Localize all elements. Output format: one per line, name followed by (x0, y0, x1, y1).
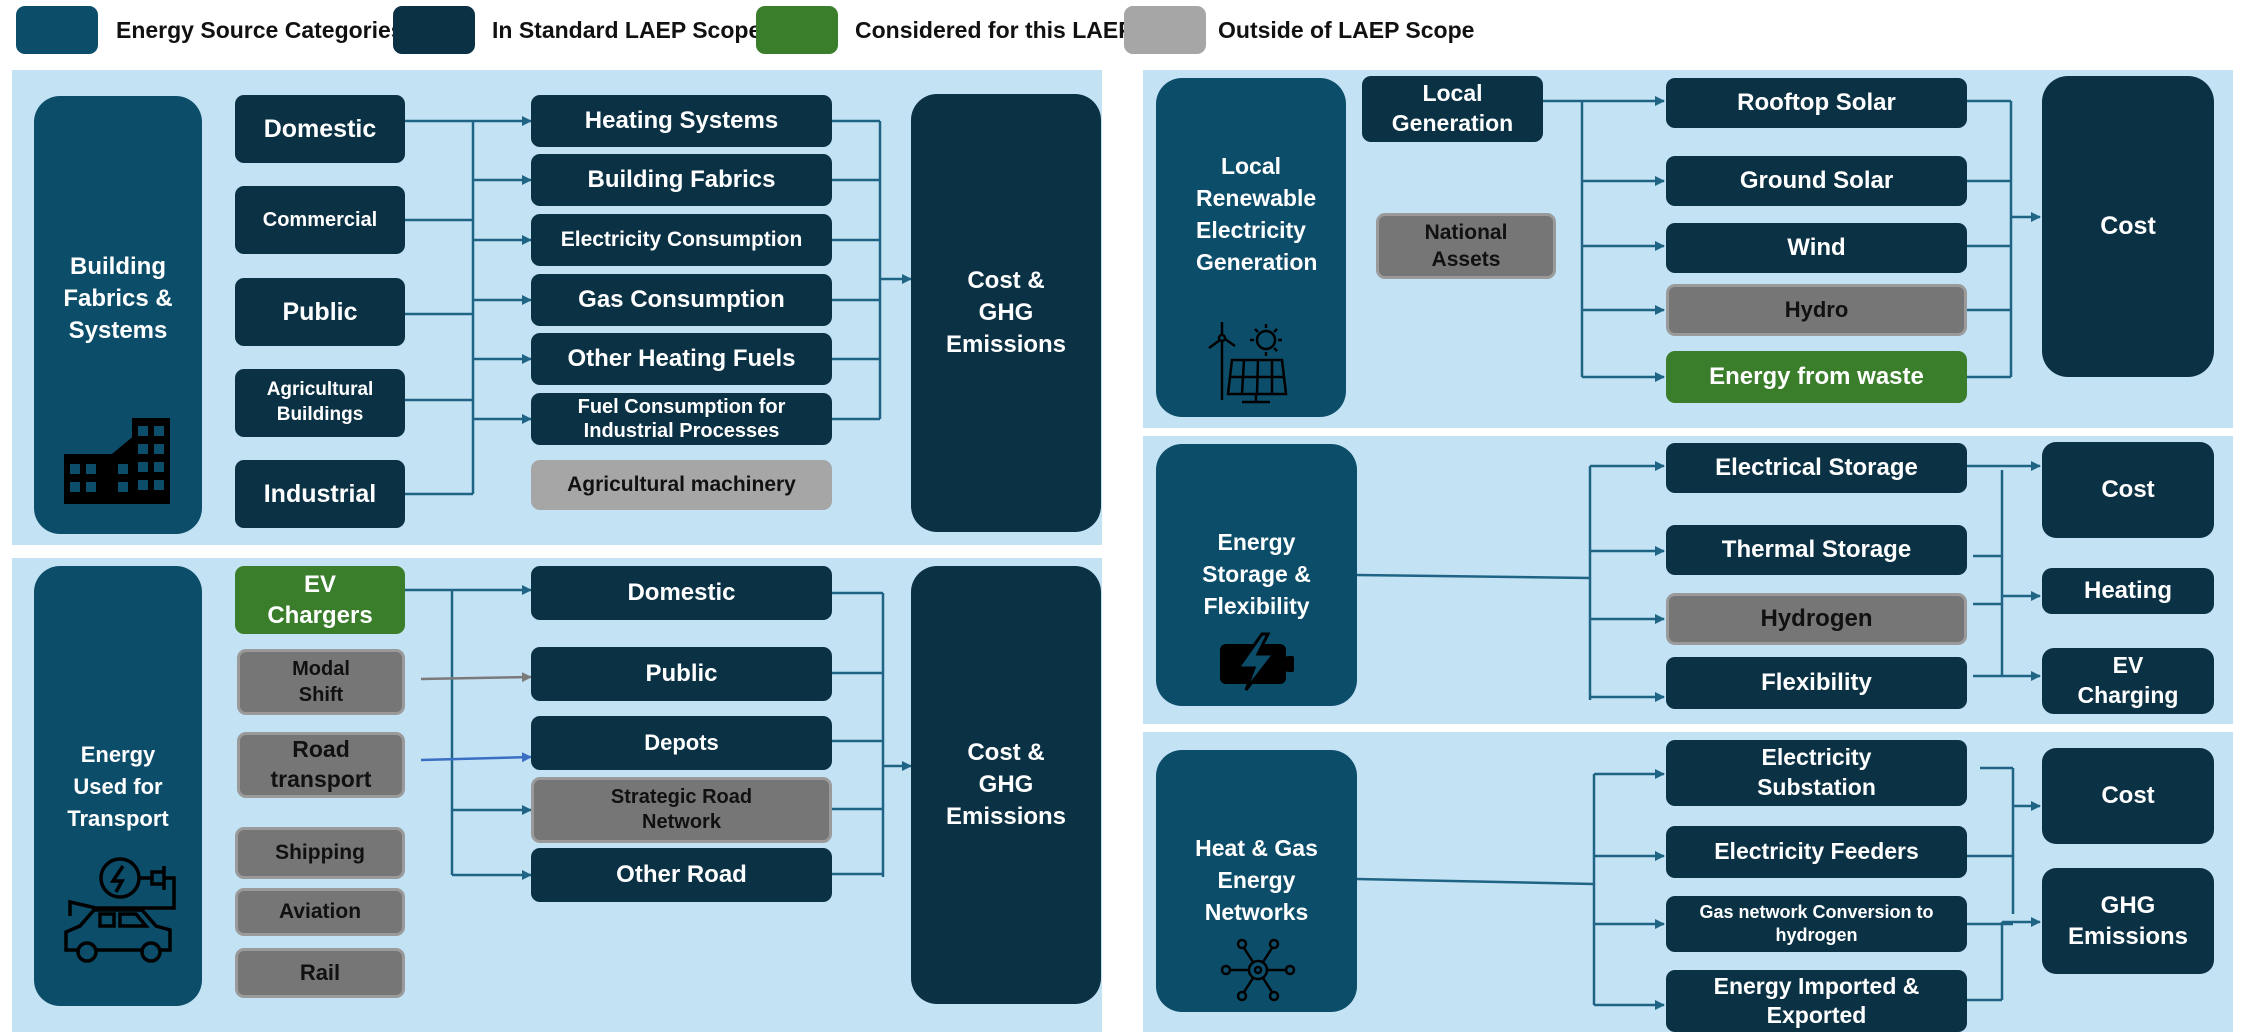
source-industrial: Industrial (235, 460, 405, 528)
sink-ghg-emissions: GHG Emissions (2042, 868, 2214, 974)
category-transport-label: Energy Used for Transport (67, 742, 169, 831)
source-agricultural-buildings: Agricultural Buildings (235, 369, 405, 437)
output-energy-from-waste: Energy from waste (1666, 351, 1967, 403)
output-other-road: Other Road (531, 848, 832, 902)
output-electrical-storage: Electrical Storage (1666, 443, 1967, 493)
output-gas-consumption: Gas Consumption (531, 274, 832, 326)
legend-label-outside: Outside of LAEP Scope (1218, 17, 1475, 43)
sink-ev-charging: EV Charging (2042, 648, 2214, 714)
output-flexibility: Flexibility (1666, 657, 1967, 709)
network-hub-icon (1220, 938, 1296, 1002)
legend-swatch-considered (756, 6, 838, 54)
wind-solar-icon (1208, 322, 1288, 404)
output-agricultural-machinery: Agricultural machinery (531, 460, 832, 510)
output-hydrogen: Hydrogen (1666, 593, 1967, 645)
legend-swatch-category (16, 6, 98, 54)
category-networks-label: Heat & Gas Energy Networks (1195, 835, 1318, 925)
sink-cost-ghg-buildings: Cost & GHG Emissions (911, 94, 1101, 532)
source-local-generation: Local Generation (1362, 76, 1543, 142)
source-ev-chargers: EV Chargers (235, 566, 405, 634)
output-ground-solar: Ground Solar (1666, 156, 1967, 206)
category-transport: Energy Used for Transport (34, 566, 202, 1006)
sink-cost-ghg-transport: Cost & GHG Emissions (911, 566, 1101, 1004)
output-other-heating-fuels: Other Heating Fuels (531, 333, 832, 385)
output-heating-systems: Heating Systems (531, 95, 832, 147)
source-road-transport: Road transport (237, 732, 405, 798)
output-electricity-consumption: Electricity Consumption (531, 214, 832, 266)
category-storage: Energy Storage & Flexibility (1156, 444, 1357, 706)
legend-swatch-outside (1124, 6, 1206, 54)
source-commercial: Commercial (235, 186, 405, 254)
source-aviation: Aviation (235, 888, 405, 936)
category-building-fabrics-label: Building Fabrics & Systems (63, 253, 173, 344)
sink-cost-renewables: Cost (2042, 76, 2214, 377)
output-electricity-feeders: Electricity Feeders (1666, 826, 1967, 878)
source-rail: Rail (235, 948, 405, 998)
source-modal-shift: Modal Shift (237, 649, 405, 715)
category-renewables-label: Local Renewable Electricity Generation (1196, 153, 1318, 275)
sink-cost-networks: Cost (2042, 748, 2214, 844)
category-building-fabrics: Building Fabrics & Systems (34, 96, 202, 534)
source-public: Public (235, 278, 405, 346)
output-transport-domestic: Domestic (531, 566, 832, 620)
output-thermal-storage: Thermal Storage (1666, 525, 1967, 575)
buildings-icon (64, 418, 170, 504)
output-depots: Depots (531, 716, 832, 770)
sink-cost-storage: Cost (2042, 442, 2214, 538)
output-strategic-road-network: Strategic Road Network (531, 777, 832, 843)
output-transport-public: Public (531, 647, 832, 701)
source-national-assets: National Assets (1376, 213, 1556, 279)
output-building-fabrics: Building Fabrics (531, 154, 832, 206)
output-fuel-industrial-processes: Fuel Consumption for Industrial Processe… (531, 393, 832, 445)
category-renewables: Local Renewable Electricity Generation (1156, 78, 1346, 417)
output-energy-imported-exported: Energy Imported & Exported (1666, 970, 1967, 1032)
battery-bolt-icon (1220, 632, 1294, 691)
legend-swatch-standard (393, 6, 475, 54)
category-storage-label: Energy Storage & Flexibility (1202, 529, 1311, 619)
source-shipping: Shipping (235, 827, 405, 879)
category-networks: Heat & Gas Energy Networks (1156, 750, 1357, 1012)
output-rooftop-solar: Rooftop Solar (1666, 78, 1967, 128)
legend-label-category: Energy Source Categories (116, 17, 404, 43)
legend-label-considered: Considered for this LAEP (855, 17, 1134, 43)
output-wind: Wind (1666, 223, 1967, 273)
ev-car-icon (64, 857, 176, 963)
output-gas-network-conversion: Gas network Conversion to hydrogen (1666, 896, 1967, 952)
output-hydro: Hydro (1666, 284, 1967, 336)
output-electricity-substation: Electricity Substation (1666, 740, 1967, 806)
source-domestic: Domestic (235, 95, 405, 163)
sink-heating: Heating (2042, 568, 2214, 614)
legend-label-standard: In Standard LAEP Scope (492, 17, 762, 43)
